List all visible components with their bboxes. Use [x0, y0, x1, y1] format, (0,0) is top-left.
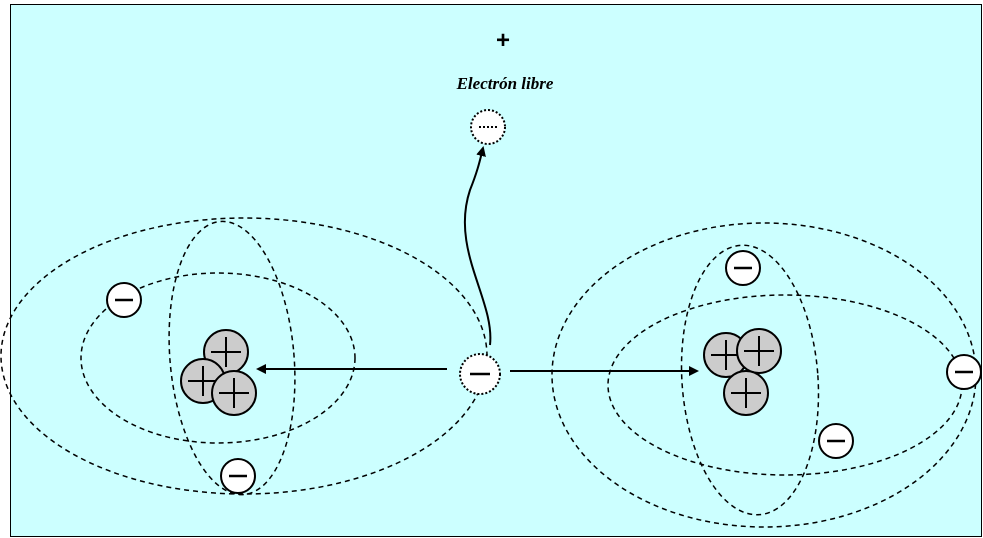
positive-terminal-sign: +: [496, 27, 510, 54]
electron: [725, 250, 761, 286]
electron: [946, 354, 982, 390]
right-outer-orbit: [551, 222, 977, 528]
free-electron: [470, 109, 506, 145]
proton: [723, 370, 769, 416]
escape-path-arrow: [463, 146, 492, 346]
left-atom: [0, 217, 488, 496]
left-horizontal-orbit: [80, 272, 356, 444]
electron: [106, 282, 142, 318]
right-atom: [551, 222, 982, 528]
right-nucleus: [703, 328, 782, 416]
right-horizontal-orbit: [607, 294, 963, 476]
electron: [220, 458, 256, 494]
proton: [211, 370, 257, 416]
free-electron-label: Electrón libre: [456, 74, 554, 93]
left-vertical-orbit: [168, 220, 296, 496]
electron: [818, 423, 854, 459]
proton: [736, 328, 782, 374]
left-nucleus: [180, 329, 257, 416]
right-vertical-orbit: [680, 244, 820, 516]
central-electron: [459, 353, 501, 395]
